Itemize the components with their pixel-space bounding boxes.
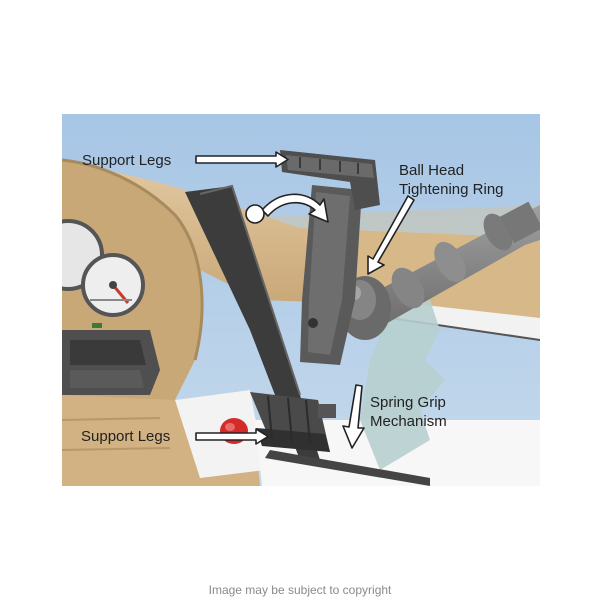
gooseneck-arm [360,201,540,330]
label-ball-head-line2: Tightening Ring [399,181,504,198]
label-support-legs-bottom: Support Legs [81,428,171,445]
cluster-hood-edge [62,158,204,361]
support-plate [185,186,320,460]
callout-arrows [195,151,415,449]
windshield-glass [360,300,445,470]
label-ball-head-line1: Ball Head [399,162,465,179]
arrow-ball-head [367,195,415,275]
pivot-ball-marker [245,204,265,224]
copyright-notice: Image may be subject to copyright [208,583,392,597]
scene [62,114,540,486]
arrow-support-legs-bottom [195,428,269,445]
arrow-curved [261,193,329,223]
arrow-spring-grip [342,384,365,449]
arrow-support-legs-top [195,151,289,168]
label-spring-grip-line2: Mechanism [370,413,447,430]
holder-cradle [250,150,380,452]
base-line [265,450,430,486]
label-spring-grip-line1: Spring Grip [370,394,446,411]
label-support-legs-top: Support Legs [82,152,172,169]
